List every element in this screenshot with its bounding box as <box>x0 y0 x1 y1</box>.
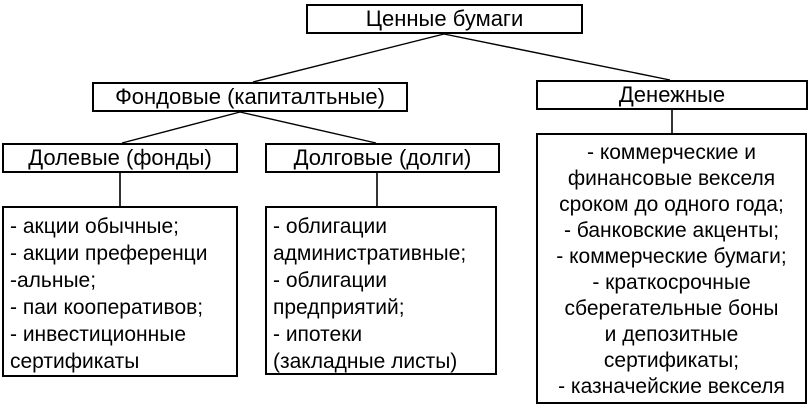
connector-root-to-denezhnye <box>443 33 671 81</box>
node-dolevye-label: Долевые (фонды) <box>28 144 212 170</box>
connector-root-to-fondovye <box>252 33 445 83</box>
node-securities-root-label: Ценные бумаги <box>365 5 524 31</box>
node-dolgovye-details: - облигации административные; - облигаци… <box>265 206 497 375</box>
connector-fondovye-to-dolgovye <box>239 111 377 144</box>
node-fondovye-label: Фондовые (капиталтьные) <box>115 83 385 109</box>
node-denezhnye-label: Денежные <box>618 81 726 107</box>
connector-fondovye-to-dolevye <box>121 111 241 144</box>
node-dolgovye: Долговые (долги) <box>265 143 500 173</box>
node-fondovye: Фондовые (капиталтьные) <box>92 82 408 112</box>
node-securities-root: Ценные бумаги <box>306 4 583 34</box>
node-dolgovye-label: Долговые (долги) <box>293 144 472 170</box>
node-denezhnye-details: - коммерческие и финансовые векселя срок… <box>536 133 807 404</box>
node-denezhnye: Денежные <box>536 80 808 110</box>
node-dolevye: Долевые (фонды) <box>2 143 238 173</box>
node-dolevye-details: - акции обычные; - акции преференци -аль… <box>2 206 238 377</box>
